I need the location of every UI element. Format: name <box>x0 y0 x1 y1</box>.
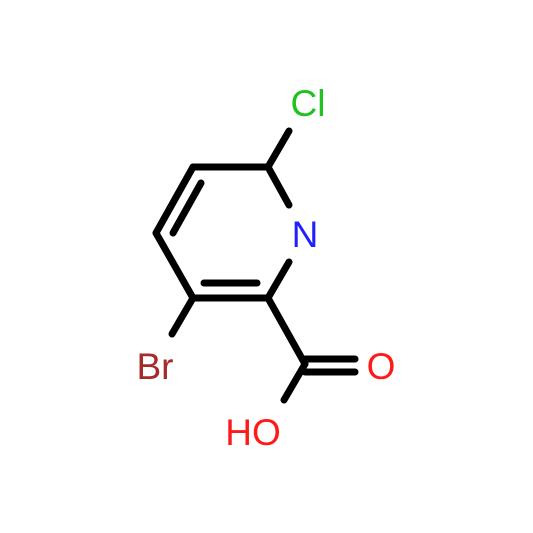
bromine-label: Br <box>137 346 174 387</box>
hydroxyl-label: HO <box>225 412 281 453</box>
carbonyl-oxygen-label: O <box>367 346 396 387</box>
bond-c4-c5-inner <box>169 179 205 237</box>
bond-c-oh <box>280 360 309 404</box>
nitrogen-label: N <box>292 214 319 255</box>
bond-c3-c4 <box>152 229 197 302</box>
bond-c4-c5 <box>152 163 197 237</box>
bond-c2-ccooh <box>264 294 309 368</box>
bond-c3-br <box>168 294 197 338</box>
bond-c6-n1 <box>264 163 293 209</box>
bond-c6-cl <box>264 127 293 171</box>
chlorine-label: Cl <box>291 83 326 124</box>
bond-n1-c2 <box>264 258 293 302</box>
